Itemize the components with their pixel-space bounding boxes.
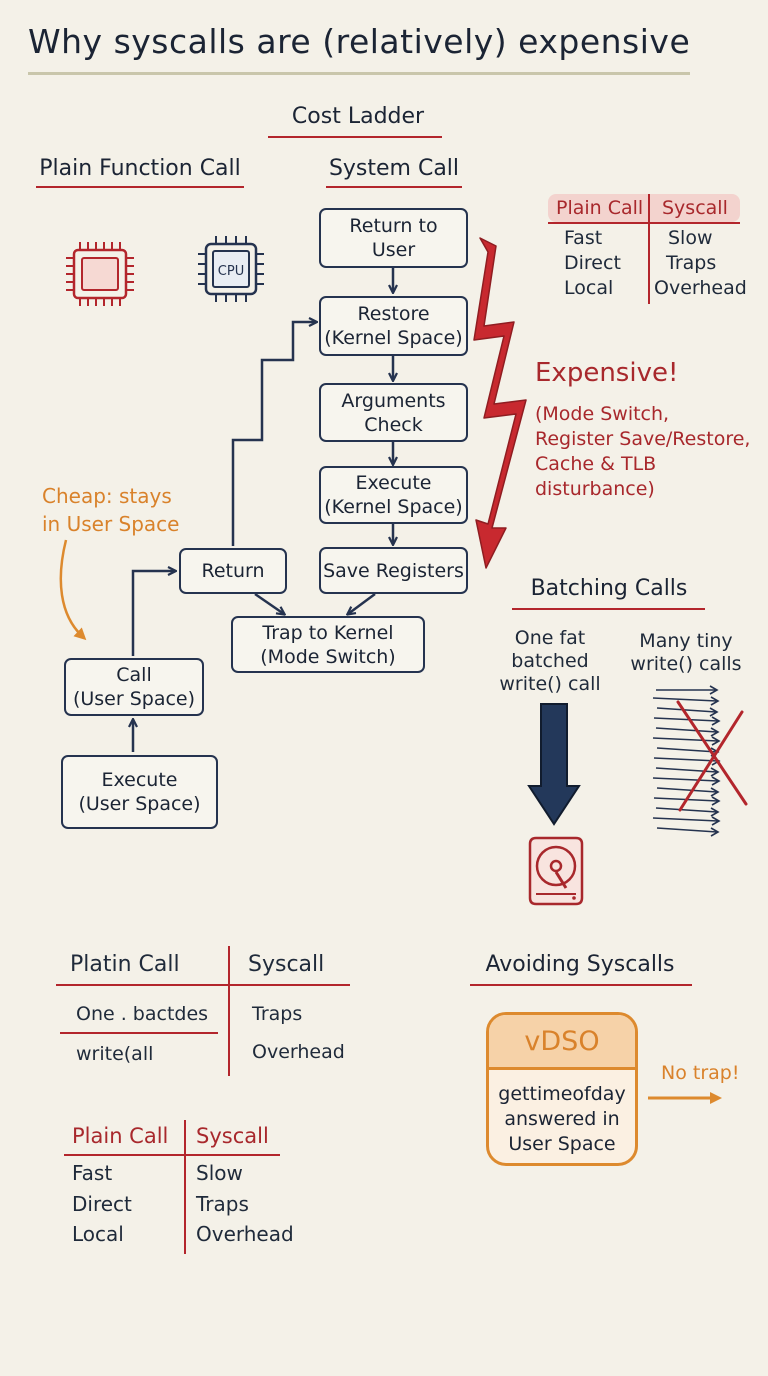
table-header-rule (56, 984, 350, 986)
table-header-syscall: Syscall (662, 197, 728, 219)
tiny-calls-label: Many tiny write() calls (630, 630, 742, 675)
table-cell: Traps (252, 1003, 303, 1025)
expensive-detail: (Mode Switch, Register Save/Restore, Cac… (535, 403, 751, 500)
return-box: Return (179, 548, 287, 594)
cpu-icon-label: CPU (218, 264, 244, 279)
table-cell: Local (564, 277, 614, 299)
cost-ladder-underline (268, 136, 442, 138)
fat-call-label: One fat batched write() call (499, 627, 601, 695)
table-header-plain: Plain Call (556, 197, 644, 219)
table-header-syscall: Syscall (248, 952, 325, 977)
many-tiny-calls-arrows (652, 685, 748, 837)
cheap-note: Cheap: stays in User Space (42, 484, 180, 536)
table-header-rule (548, 222, 740, 224)
table-row-rule (60, 1032, 218, 1034)
page-title: Why syscalls are (relatively) expensive (28, 22, 691, 61)
vdso-title: vDSO (489, 1015, 635, 1070)
table-cell: write(all (76, 1043, 154, 1065)
table-cell: Overhead (252, 1041, 345, 1063)
chip-icon (66, 242, 134, 306)
restore-kernel-box: Restore (Kernel Space) (319, 296, 468, 356)
plain-function-call-heading: Plain Function Call (39, 156, 241, 181)
expensive-label: Expensive! (535, 358, 679, 388)
table-cell: Direct (72, 1192, 132, 1216)
trap-to-kernel-box: Trap to Kernel (Mode Switch) (231, 616, 425, 673)
table-cell: Traps (666, 252, 717, 274)
save-registers-box: Save Registers (319, 547, 468, 594)
bottom-comparison-table: Plain Call Syscall Fast Slow Direct Trap… (64, 1120, 294, 1256)
call-user-box: Call (User Space) (64, 658, 204, 716)
table-cell: Traps (196, 1192, 249, 1216)
hard-drive-icon (528, 836, 584, 906)
system-call-underline (326, 186, 462, 188)
table-cell: Local (72, 1222, 124, 1246)
table-divider (648, 194, 650, 304)
table-cell: One . bactdes (76, 1003, 209, 1025)
fat-batch-arrow (527, 703, 581, 826)
vdso-card: vDSO gettimeofday answered in User Space (486, 1012, 638, 1166)
execute-user-box: Execute (User Space) (61, 755, 218, 829)
system-call-heading: System Call (328, 156, 460, 181)
table-cell: Slow (196, 1161, 243, 1185)
garbled-comparison-table: Platin Call Syscall One . bactdes write(… (56, 946, 356, 1078)
return-to-user-box: Return to User (319, 208, 468, 268)
table-cell: Direct (564, 252, 621, 274)
table-cell: Overhead (654, 277, 747, 299)
plain-heading-underline (36, 186, 244, 188)
table-cell: Fast (72, 1161, 113, 1185)
table-cell: Overhead (196, 1222, 294, 1246)
title-underline (28, 72, 690, 75)
table-divider (184, 1120, 186, 1254)
table-header-highlight (548, 194, 740, 222)
vdso-description: gettimeofday answered in User Space (498, 1083, 626, 1155)
table-header-plain: Plain Call (72, 1124, 169, 1148)
table-header-plain: Platin Call (70, 952, 180, 977)
table-cell: Fast (564, 227, 603, 249)
batching-heading: Batching Calls (530, 576, 688, 601)
no-trap-label: No trap! (661, 1062, 740, 1084)
table-header-syscall: Syscall (196, 1124, 269, 1148)
avoiding-underline (470, 984, 692, 986)
cpu-icon: CPU (198, 236, 264, 302)
expensive-zigzag-arrow (473, 237, 527, 569)
cost-ladder-heading: Cost Ladder (291, 104, 425, 129)
batching-underline (512, 608, 705, 610)
table-cell: Slow (668, 227, 713, 249)
table-divider (228, 946, 230, 1076)
execute-kernel-box: Execute (Kernel Space) (319, 466, 468, 524)
table-header-rule (64, 1154, 280, 1156)
avoiding-heading: Avoiding Syscalls (485, 952, 675, 977)
arguments-check-box: Arguments Check (319, 383, 468, 442)
